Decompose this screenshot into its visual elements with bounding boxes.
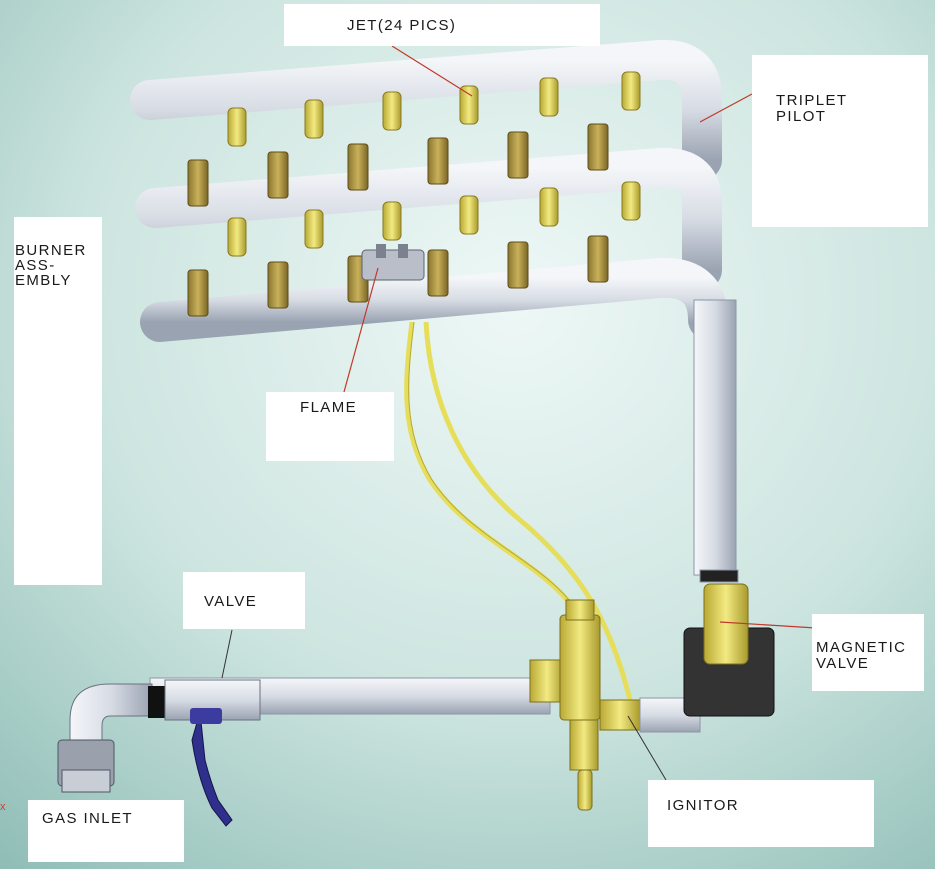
gas-line [57,677,551,827]
flame-label: FLAME [300,399,358,416]
magnetic-valve-label: MAGNETIC VALVE [816,639,907,672]
magnetic-valve [683,583,775,717]
jet-label-box [284,4,600,46]
burner-assembly-label-box [14,217,102,585]
jets-brass [187,123,609,317]
triplet-pilot-label-box [752,55,928,227]
thermocouple-wires [404,321,633,701]
svg-text:x: x [0,801,6,813]
gas-inlet-label: GAS INLET [42,810,133,827]
magnetic-valve-label-box [812,614,924,691]
jets-yellow [227,71,641,257]
jet-label: JET(24 PICS) [347,17,457,34]
burner-assembly-label: BURNER ASS- EMBLY [15,242,87,289]
callout-lines-dark [221,629,667,781]
valve-label-box [183,572,305,629]
gas-inlet-label-box [28,800,184,862]
triplet-pilot-label: TRIPLET PILOT [776,92,848,125]
callout-lines [343,45,817,629]
manifold-pipes [130,39,739,583]
valve-label: VALVE [204,593,258,610]
flame-label-box [266,392,394,461]
ignitor-label: IGNITOR [667,797,740,814]
ignitor-label-box [648,780,874,847]
pilot-burner [361,244,425,281]
